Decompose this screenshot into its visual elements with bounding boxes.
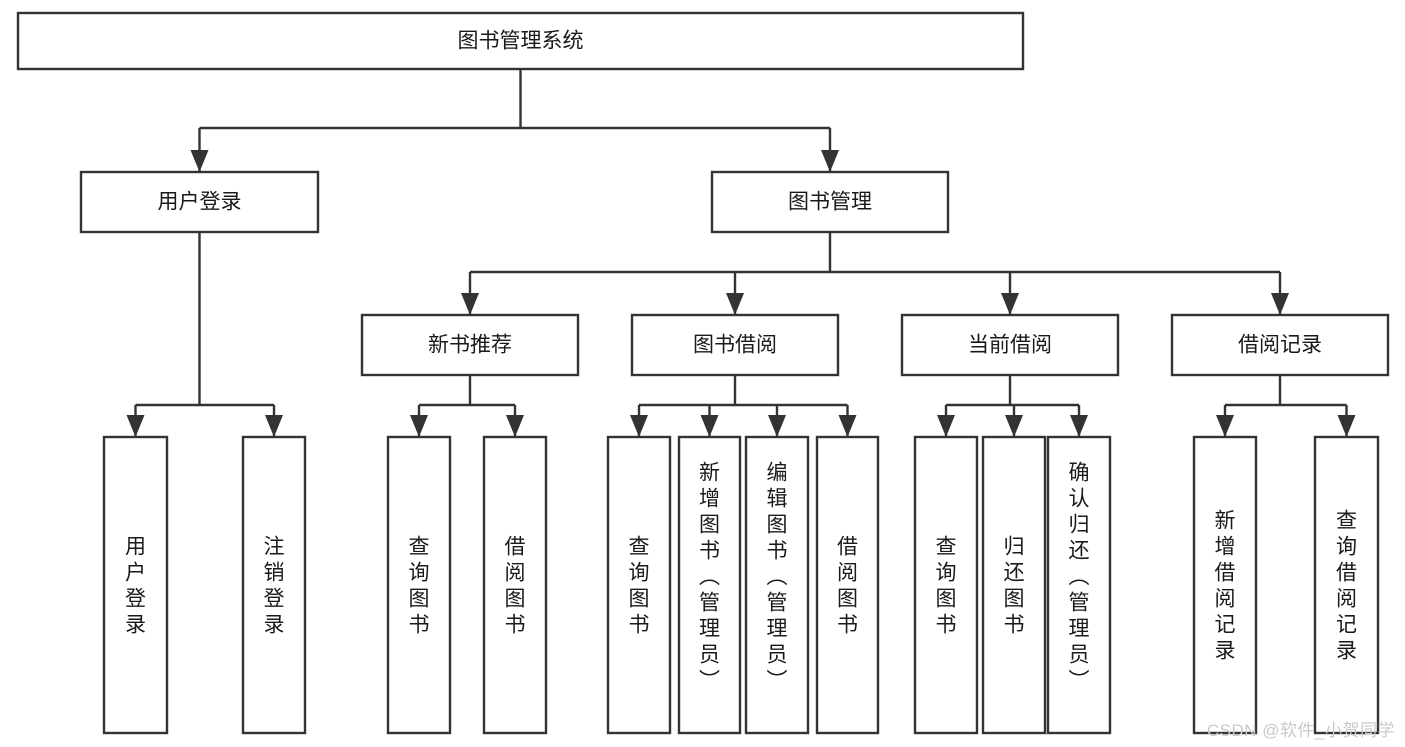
node-box	[900, 313, 1120, 377]
arrow-head-icon	[768, 415, 786, 437]
node-leaf-edit-book[interactable]: 编辑图书︵管理员︶	[744, 435, 810, 735]
node-new-book-rec[interactable]: 新书推荐	[360, 313, 580, 377]
node-box	[710, 170, 950, 234]
node-leaf-add-book[interactable]: 新增图书︵管理员︶	[677, 435, 742, 735]
node-box	[1313, 435, 1380, 735]
node-label: 查询图书	[629, 535, 650, 636]
node-label: 用户登录	[158, 191, 242, 214]
node-box	[606, 435, 672, 735]
node-box	[1046, 435, 1112, 735]
node-label: 图书管理	[788, 191, 872, 214]
node-label: 查询图书	[409, 535, 430, 636]
node-current-borrow[interactable]: 当前借阅	[900, 313, 1120, 377]
node-leaf-user-login[interactable]: 用户登录	[102, 435, 169, 735]
node-label: 新增借阅记录	[1215, 509, 1236, 662]
node-user-login[interactable]: 用户登录	[79, 170, 320, 234]
csdn-watermark: CSDN @软件_小贺同学	[1206, 721, 1395, 740]
arrow-head-icon	[821, 150, 839, 172]
arrow-head-icon	[265, 415, 283, 437]
node-leaf-query-book-2[interactable]: 查询图书	[606, 435, 672, 735]
arrow-head-icon	[1337, 415, 1356, 437]
node-leaf-query-book-3[interactable]: 查询图书	[913, 435, 979, 735]
node-box	[744, 435, 810, 735]
node-label: 新增图书︵管理员︶	[699, 461, 720, 692]
edges-layer	[126, 69, 1356, 437]
node-box	[102, 435, 169, 735]
node-box	[482, 435, 548, 735]
arrow-head-icon	[1216, 415, 1234, 437]
node-leaf-query-book-1[interactable]: 查询图书	[386, 435, 452, 735]
node-root[interactable]: 图书管理系统	[16, 11, 1025, 71]
node-box	[981, 435, 1047, 735]
node-box	[913, 435, 979, 735]
arrow-head-icon	[630, 415, 648, 437]
node-box	[79, 170, 320, 234]
node-label: 借阅图书	[505, 535, 526, 636]
node-label: 编辑图书︵管理员︶	[767, 461, 788, 692]
arrow-head-icon	[700, 415, 719, 437]
arrow-head-icon	[1070, 415, 1088, 437]
node-borrow-record[interactable]: 借阅记录	[1170, 313, 1390, 377]
arrow-head-icon	[937, 415, 955, 437]
node-leaf-return-book[interactable]: 归还图书	[981, 435, 1047, 735]
node-label: 图书借阅	[693, 334, 777, 357]
arrow-head-icon	[1271, 293, 1289, 315]
node-box	[677, 435, 742, 735]
node-label: 当前借阅	[968, 334, 1052, 357]
nodes-layer: 图书管理系统用户登录图书管理新书推荐图书借阅当前借阅借阅记录用户登录注销登录查询…	[16, 11, 1390, 735]
node-leaf-add-record[interactable]: 新增借阅记录	[1192, 435, 1258, 735]
node-book-manage[interactable]: 图书管理	[710, 170, 950, 234]
node-box	[16, 11, 1025, 71]
arrow-head-icon	[838, 415, 857, 437]
node-book-borrow[interactable]: 图书借阅	[630, 313, 840, 377]
arrow-head-icon	[506, 415, 524, 437]
arrow-head-icon	[410, 415, 428, 437]
node-leaf-borrow-book-2[interactable]: 借阅图书	[815, 435, 880, 735]
node-label: 用户登录	[125, 535, 146, 636]
arrow-head-icon	[726, 293, 744, 315]
node-box	[241, 435, 307, 735]
node-label: 图书管理系统	[458, 30, 584, 53]
node-label: 归还图书	[1004, 535, 1025, 636]
node-leaf-user-logout[interactable]: 注销登录	[241, 435, 307, 735]
arrow-head-icon	[461, 293, 479, 315]
node-box	[386, 435, 452, 735]
node-label: 借阅记录	[1238, 334, 1322, 357]
arrow-head-icon	[126, 415, 145, 437]
node-leaf-borrow-book-1[interactable]: 借阅图书	[482, 435, 548, 735]
arrow-head-icon	[1005, 415, 1023, 437]
node-box	[1170, 313, 1390, 377]
node-leaf-confirm-return[interactable]: 确认归还︵管理员︶	[1046, 435, 1112, 735]
node-box	[360, 313, 580, 377]
node-label: 查询图书	[936, 535, 957, 636]
node-label: 查询借阅记录	[1336, 509, 1357, 662]
node-box	[1192, 435, 1258, 735]
node-label: 确认归还︵管理员︶	[1069, 461, 1090, 692]
node-label: 新书推荐	[428, 334, 512, 357]
arrow-head-icon	[190, 150, 209, 172]
arrow-head-icon	[1001, 293, 1019, 315]
node-leaf-query-record[interactable]: 查询借阅记录	[1313, 435, 1380, 735]
node-label: 注销登录	[264, 535, 285, 636]
node-box	[630, 313, 840, 377]
node-box	[815, 435, 880, 735]
node-label: 借阅图书	[837, 535, 858, 636]
